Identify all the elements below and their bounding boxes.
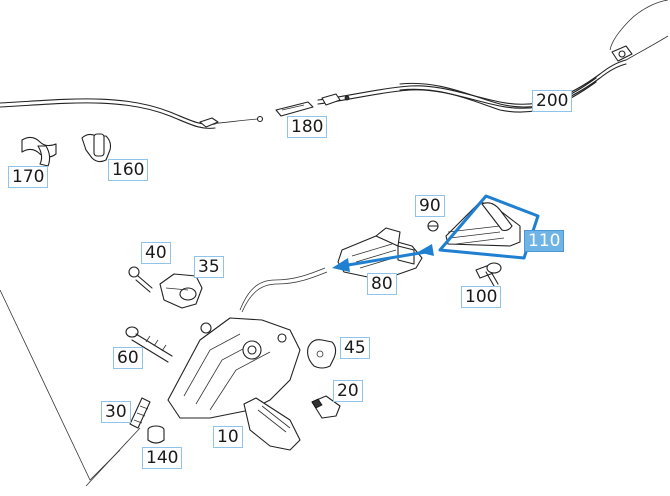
cable-200-drawing bbox=[0, 0, 669, 129]
label-part-10[interactable]: 10 bbox=[213, 426, 243, 448]
label-part-170[interactable]: 170 bbox=[8, 166, 49, 188]
label-part-110[interactable]: 110 bbox=[524, 230, 565, 252]
part-100-drawing bbox=[475, 262, 502, 287]
part-170-drawing bbox=[21, 136, 57, 167]
label-part-40[interactable]: 40 bbox=[141, 242, 171, 264]
part-180-drawing bbox=[275, 101, 314, 117]
label-part-20[interactable]: 20 bbox=[333, 380, 363, 402]
part-90-drawing bbox=[427, 220, 439, 232]
part-160-drawing bbox=[81, 133, 112, 163]
part-110-drawing bbox=[332, 194, 540, 272]
label-part-30[interactable]: 30 bbox=[101, 401, 131, 423]
label-part-200[interactable]: 200 bbox=[532, 90, 573, 112]
part-80-drawing bbox=[239, 227, 423, 313]
part-110-highlight-outline bbox=[438, 194, 540, 260]
label-part-60[interactable]: 60 bbox=[113, 347, 143, 369]
part-30-drawing bbox=[129, 397, 151, 429]
part-10-drawing bbox=[167, 317, 301, 451]
label-part-35[interactable]: 35 bbox=[194, 256, 224, 278]
label-part-45[interactable]: 45 bbox=[340, 337, 370, 359]
label-part-80[interactable]: 80 bbox=[367, 273, 397, 295]
label-part-180[interactable]: 180 bbox=[287, 116, 328, 138]
outline-lines bbox=[0, 289, 141, 487]
part-40-drawing bbox=[128, 266, 153, 293]
label-part-90[interactable]: 90 bbox=[415, 195, 445, 217]
part-45-drawing bbox=[307, 339, 337, 369]
part-60-drawing bbox=[125, 326, 173, 363]
label-part-160[interactable]: 160 bbox=[108, 159, 149, 181]
part-140-drawing bbox=[147, 425, 165, 444]
label-part-140[interactable]: 140 bbox=[142, 447, 183, 469]
label-part-100[interactable]: 100 bbox=[461, 286, 502, 308]
part-35-drawing bbox=[159, 273, 203, 309]
